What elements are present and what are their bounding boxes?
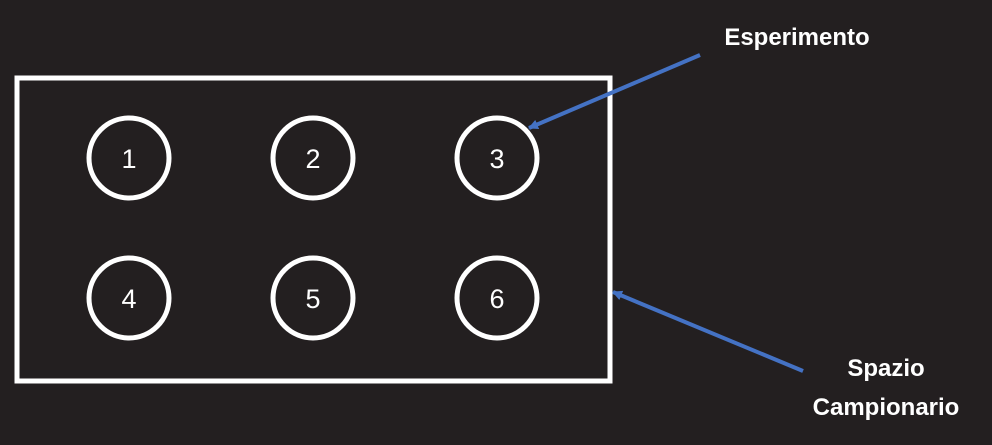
- outcome-label: 3: [489, 144, 504, 174]
- outcome-label: 2: [305, 144, 320, 174]
- outcome-circle: [454, 255, 540, 341]
- outcome-5: 5: [270, 255, 356, 341]
- outcome-circle: [270, 255, 356, 341]
- sample-space-label-line1: Spazio: [847, 355, 924, 382]
- outcome-circle: [86, 255, 172, 341]
- experiment-arrow: [528, 53, 701, 130]
- sample-space-arrow: [612, 290, 804, 373]
- outcome-circle: [454, 115, 540, 201]
- outcome-label: 5: [305, 284, 320, 314]
- outcome-circle: [270, 115, 356, 201]
- outcome-circle: [86, 115, 172, 201]
- outcome-1: 1: [86, 115, 172, 201]
- sample-space-label-line2: Campionario: [813, 394, 960, 421]
- outcome-3: 3: [454, 115, 540, 201]
- sample-space-box: [14, 75, 613, 384]
- outcome-6: 6: [454, 255, 540, 341]
- outcome-2: 2: [270, 115, 356, 201]
- outcome-label: 6: [489, 284, 504, 314]
- experiment-label: Esperimento: [724, 24, 869, 51]
- outcome-label: 4: [121, 284, 136, 314]
- outcome-label: 1: [121, 144, 136, 174]
- outcome-4: 4: [86, 255, 172, 341]
